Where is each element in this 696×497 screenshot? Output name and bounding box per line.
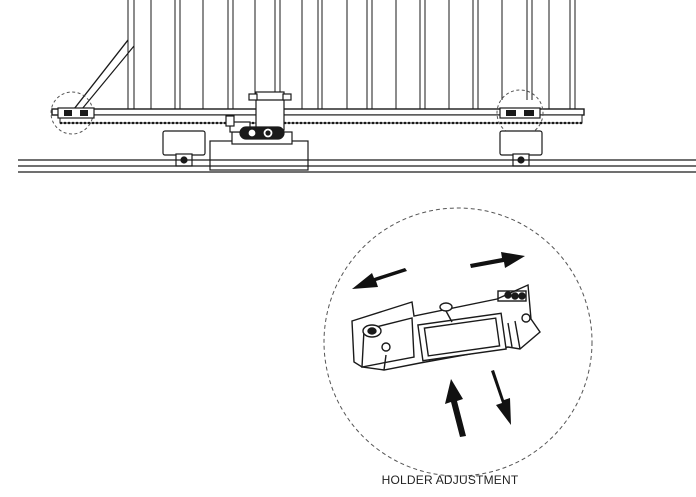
arrow-up [445, 379, 466, 437]
arrow-right [470, 252, 525, 268]
rack-holder-left [50, 91, 95, 135]
limit-switch-holder [351, 283, 541, 371]
arrow-left [352, 268, 407, 289]
figure-caption: HOLDER ADJUSTMENT [381, 473, 519, 487]
gate-wheel-left [162, 130, 206, 167]
gear-rack [59, 114, 583, 125]
ground-rail [18, 159, 696, 173]
arrow-down [491, 370, 511, 425]
gate-wheel-right [499, 130, 543, 167]
gate-bars [127, 0, 576, 112]
sliding-gate [51, 0, 585, 116]
rack-holder-right [496, 89, 544, 137]
gate-opener-motor [209, 91, 309, 171]
detail-zoom-circle [323, 207, 593, 477]
